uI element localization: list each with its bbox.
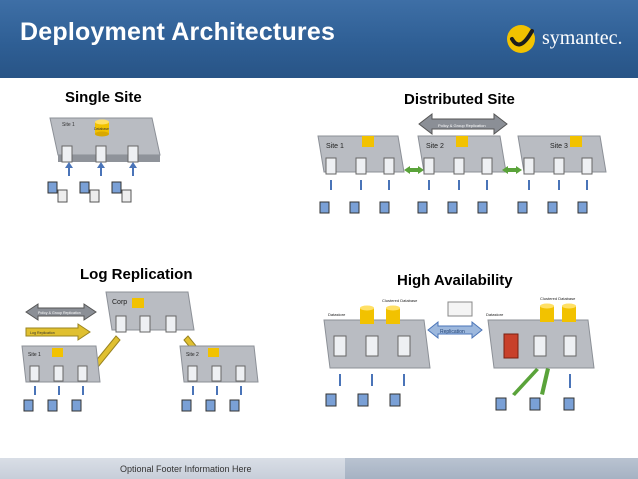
distributed-site3: Site 3 — [517, 135, 607, 175]
svg-text:Policy & Group Replication: Policy & Group Replication — [438, 123, 486, 128]
svg-text:Replication: Replication — [440, 329, 465, 335]
single-site-site-label: Site 1 — [62, 122, 75, 128]
svg-text:Policy & Group Replication: Policy & Group Replication — [38, 311, 81, 315]
ha-failed-server-icon — [503, 333, 519, 359]
footer-accent — [345, 458, 638, 479]
slide-title: Deployment Architectures — [20, 18, 336, 46]
log-replication-arrow: Log Replication — [25, 323, 91, 341]
svg-text:Site 2: Site 2 — [186, 352, 199, 358]
distributed-site-diagram: Policy & Group Replication Site 1 Site 2… — [317, 112, 607, 214]
svg-text:Site 3: Site 3 — [550, 143, 568, 150]
label-log-replication: Log Replication — [80, 266, 193, 283]
svg-text:Clustered Database: Clustered Database — [382, 298, 418, 303]
svg-text:Site 2: Site 2 — [426, 143, 444, 150]
ha-clients — [325, 393, 575, 411]
single-site-server-icon — [61, 145, 139, 163]
log-replication-diagram: Corp Policy & Group Replication Log Repl… — [21, 291, 259, 412]
corp-site: Corp — [105, 291, 195, 333]
log-arrows — [34, 386, 242, 395]
ha-failover-arrows — [512, 368, 571, 396]
symantec-logo: symantec. — [505, 22, 630, 56]
distributed-clients — [319, 201, 588, 214]
svg-text:Log Replication: Log Replication — [30, 331, 55, 335]
single-site-diagram: Site 1 Database — [47, 117, 161, 203]
log-site2: Site 2 — [179, 345, 259, 383]
distributed-link-arrow-1 — [404, 166, 424, 174]
svg-text:Corp: Corp — [112, 299, 127, 306]
label-high-availability: High Availability — [397, 272, 513, 289]
svg-text:Clustered Database: Clustered Database — [540, 296, 576, 301]
ha-replication-arrow: Replication — [427, 301, 483, 340]
log-site1: Site 1 — [21, 345, 101, 383]
svg-text:Datastore: Datastore — [486, 312, 504, 317]
svg-text:Site 1: Site 1 — [28, 352, 41, 358]
symantec-checkmark-icon — [507, 25, 535, 53]
distributed-replication-arrow: Policy & Group Replication — [418, 112, 508, 136]
distributed-site2: Site 2 — [417, 135, 507, 175]
ha-right-datastore: Datastore Clustered Database — [486, 296, 595, 369]
footer-text: Optional Footer Information Here — [120, 464, 252, 474]
label-single-site: Single Site — [65, 89, 142, 106]
distributed-link-arrow-2 — [502, 166, 522, 174]
log-clients — [23, 399, 240, 412]
single-site-arrows — [65, 162, 137, 176]
label-distributed-site: Distributed Site — [404, 91, 515, 108]
svg-text:Site 1: Site 1 — [326, 143, 344, 150]
policy-replication-arrow: Policy & Group Replication — [25, 303, 97, 321]
high-availability-diagram: Datastore Clustered Database Replication… — [323, 296, 595, 411]
single-site-database-icon — [95, 119, 109, 137]
distributed-arrows — [330, 180, 588, 190]
single-site-db-label: Database — [94, 127, 109, 131]
single-site-clients — [47, 181, 132, 203]
ha-left-arrows — [339, 374, 405, 386]
ha-left-datastore: Datastore Clustered Database — [323, 298, 431, 369]
svg-text:Datastore: Datastore — [328, 312, 346, 317]
distributed-site1: Site 1 — [317, 135, 405, 175]
logo-text: symantec. — [542, 27, 623, 49]
